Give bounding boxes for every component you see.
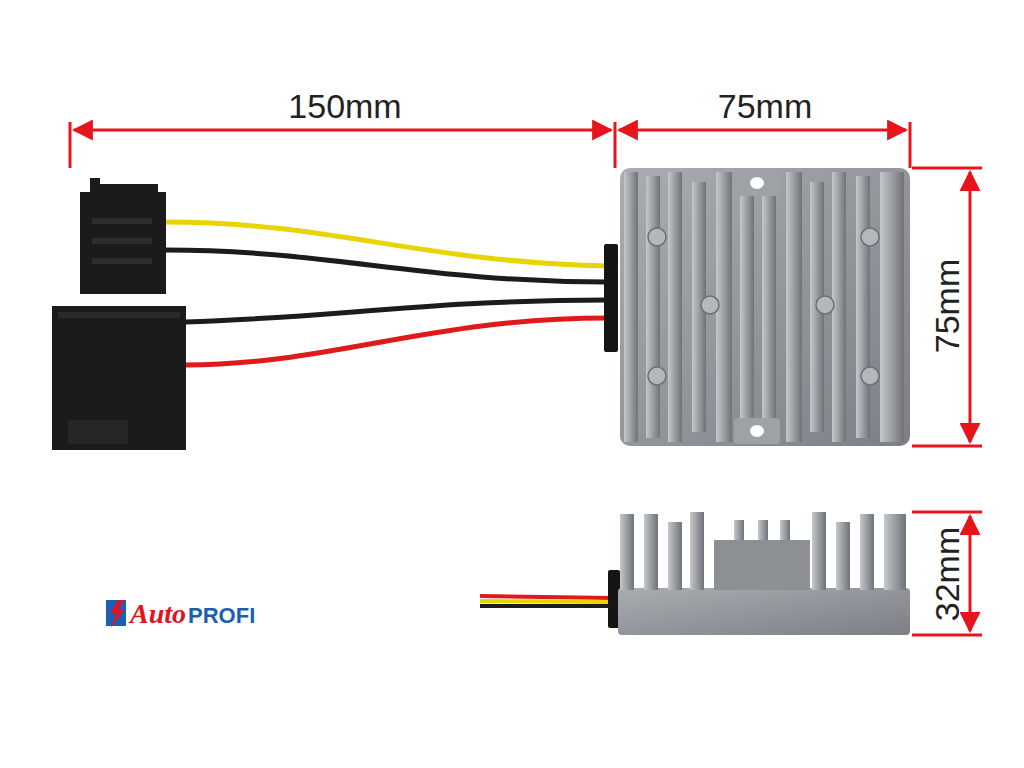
- wires: [165, 222, 608, 365]
- logo-text: PROFI: [188, 605, 255, 627]
- logo-text: Auto: [130, 600, 186, 628]
- logo-icon: [106, 600, 126, 628]
- heatsink-top-view: [620, 168, 910, 446]
- dimension-label: 75mm: [718, 89, 812, 123]
- plug-connectors: [52, 178, 618, 450]
- heatsink-side-view: [480, 512, 910, 635]
- dimension-label: 75mm: [930, 259, 964, 353]
- dimension-label: 32mm: [930, 527, 964, 621]
- dimension-label: 150mm: [288, 89, 401, 123]
- dimension-lines: [70, 122, 982, 635]
